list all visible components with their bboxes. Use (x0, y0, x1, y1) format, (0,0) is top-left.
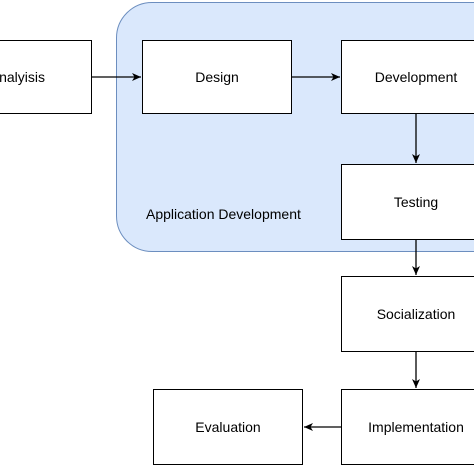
design-label: Design (195, 69, 239, 85)
design-node: Design (142, 40, 292, 114)
evaluation-node: Evaluation (153, 389, 303, 465)
testing-label: Testing (393, 194, 439, 210)
socialization-label: Socialization (376, 306, 456, 322)
analysis-label: Analyisis (0, 69, 45, 85)
testing-node: Testing (341, 164, 474, 240)
analysis-node: Analyisis (0, 40, 92, 114)
development-label: Development (374, 69, 458, 85)
evaluation-label: Evaluation (195, 419, 261, 435)
implementation-label: Implementation (368, 419, 464, 435)
implementation-node: Implementation (341, 389, 474, 465)
application-development-label: Application Development (146, 206, 301, 222)
socialization-node: Socialization (341, 276, 474, 352)
development-node: Development (341, 40, 474, 114)
